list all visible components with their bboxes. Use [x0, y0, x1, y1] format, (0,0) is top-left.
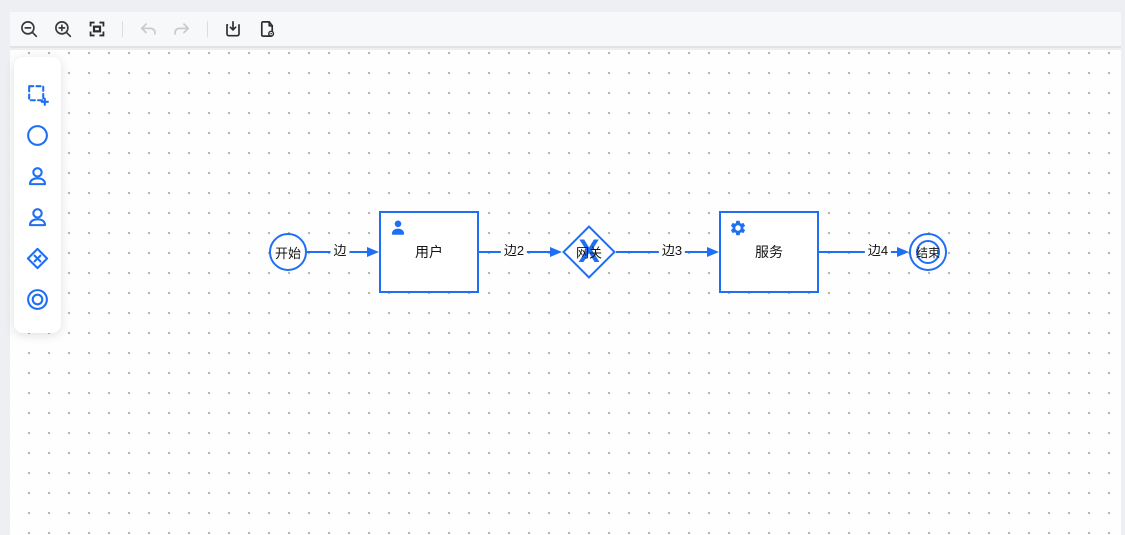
palette-item-select-area[interactable] — [17, 74, 58, 115]
palette-item-end-node[interactable] — [17, 279, 58, 320]
toolbar-divider — [207, 21, 208, 37]
double-circle-icon — [27, 289, 48, 310]
editor-window: 边 边2 边3 边4 开始 — [10, 12, 1121, 535]
download-icon — [226, 21, 240, 37]
gateway-x-marker: X — [578, 233, 600, 270]
edge-label[interactable]: 边3 — [658, 242, 686, 260]
node-service[interactable]: 服务 — [719, 211, 819, 293]
diagram-canvas[interactable]: 边 边2 边3 边4 开始 — [10, 50, 1121, 535]
undo-button[interactable] — [135, 16, 161, 42]
marquee-select-icon — [28, 85, 49, 106]
zoom-out-button[interactable] — [16, 16, 42, 42]
redo-icon — [174, 23, 190, 35]
edge-service-to-end[interactable]: 边4 — [819, 242, 909, 260]
shape-palette — [14, 57, 61, 333]
node-user[interactable]: 用户 — [379, 211, 479, 293]
edge-label[interactable]: 边2 — [500, 242, 528, 260]
node-label: 网关 — [575, 245, 602, 261]
edge-gateway-to-service[interactable]: 边3 — [616, 242, 719, 260]
palette-item-start-node[interactable] — [17, 115, 58, 156]
redo-button[interactable] — [169, 16, 195, 42]
palette-item-user-node-alt[interactable] — [17, 197, 58, 238]
arrowhead-icon — [367, 247, 379, 257]
undo-icon — [140, 23, 156, 35]
node-label: 开始 — [274, 245, 301, 261]
user-icon — [28, 167, 47, 186]
zoom-in-button[interactable] — [50, 16, 76, 42]
edge-start-to-user[interactable]: 边 — [307, 242, 379, 260]
zoom-in-icon — [55, 21, 72, 38]
circle-icon — [27, 125, 48, 146]
toolbar — [10, 12, 1121, 48]
node-gateway[interactable]: X 网关 — [562, 225, 616, 279]
arrowhead-icon — [550, 247, 562, 257]
user-icon — [389, 219, 407, 242]
palette-item-gateway-node[interactable] — [17, 238, 58, 279]
fit-view-icon — [89, 21, 105, 37]
node-end[interactable]: 结束 — [909, 233, 947, 271]
arrowhead-icon — [707, 247, 719, 257]
node-label: 服务 — [755, 244, 783, 260]
export-image-icon — [260, 21, 275, 37]
toolbar-divider — [122, 21, 123, 37]
edge-user-to-gateway[interactable]: 边2 — [479, 242, 562, 260]
diamond-x-icon — [26, 247, 49, 270]
edge-label[interactable]: 边4 — [864, 242, 892, 260]
fit-view-button[interactable] — [84, 16, 110, 42]
download-button[interactable] — [220, 16, 246, 42]
edge-label[interactable]: 边 — [330, 242, 350, 260]
gear-icon — [729, 219, 747, 242]
end-inner-ring: 结束 — [916, 240, 940, 264]
user-icon — [28, 208, 47, 227]
node-label: 结束 — [916, 245, 941, 260]
arrowhead-icon — [897, 247, 909, 257]
node-label: 用户 — [415, 244, 443, 260]
export-image-button[interactable] — [254, 16, 280, 42]
zoom-out-icon — [21, 21, 38, 38]
node-start[interactable]: 开始 — [269, 233, 307, 271]
palette-item-user-node[interactable] — [17, 156, 58, 197]
